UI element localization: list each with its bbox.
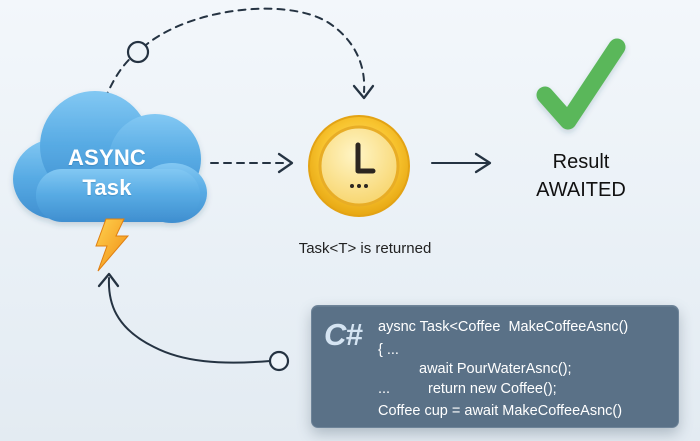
result-label-line-1: Result (552, 151, 610, 173)
top-connector-arrowhead (352, 84, 375, 100)
result-label: Result AWAITED (506, 148, 656, 204)
code-line-1: aysnc Task<Coffee MakeCoffeeAsnc() (378, 319, 629, 335)
top-connector-node (126, 40, 150, 64)
async-task-label: ASYNC Task (42, 143, 172, 203)
clock-to-result-arrowhead (474, 152, 492, 174)
checkmark-icon (536, 38, 626, 130)
lightning-bolt-icon (95, 218, 130, 272)
code-line-4: ... (378, 381, 391, 397)
async-label-line-1: ASYNC (67, 145, 146, 170)
code-panel: C# aysnc Task<Coffee MakeCoffeeAsnc() { … (311, 305, 679, 428)
cloud-to-clock-connector (210, 152, 294, 174)
clock-icon (308, 115, 410, 217)
result-label-line-2: AWAITED (536, 179, 626, 201)
code-line-2: { ... (378, 342, 399, 358)
bottom-connector-node (268, 350, 290, 372)
async-label-line-2: Task (82, 175, 132, 200)
clock-to-result-connector (430, 152, 492, 174)
code-line-3: await PourWaterAsnc(); (419, 361, 572, 377)
code-line-5: return new Coffee(); (428, 381, 557, 397)
cloud-shape (13, 91, 207, 223)
code-line-6: Coffee cup = await MakeCoffeeAsnc() (378, 403, 623, 419)
task-returned-caption: Task<T> is returned (298, 240, 432, 257)
top-dashed-connector (91, 7, 375, 137)
csharp-logo-icon: C# (324, 317, 363, 352)
bottom-return-connector (97, 272, 290, 372)
cloud-to-clock-arrowhead (277, 152, 294, 174)
bottom-return-arrowhead (97, 272, 120, 288)
